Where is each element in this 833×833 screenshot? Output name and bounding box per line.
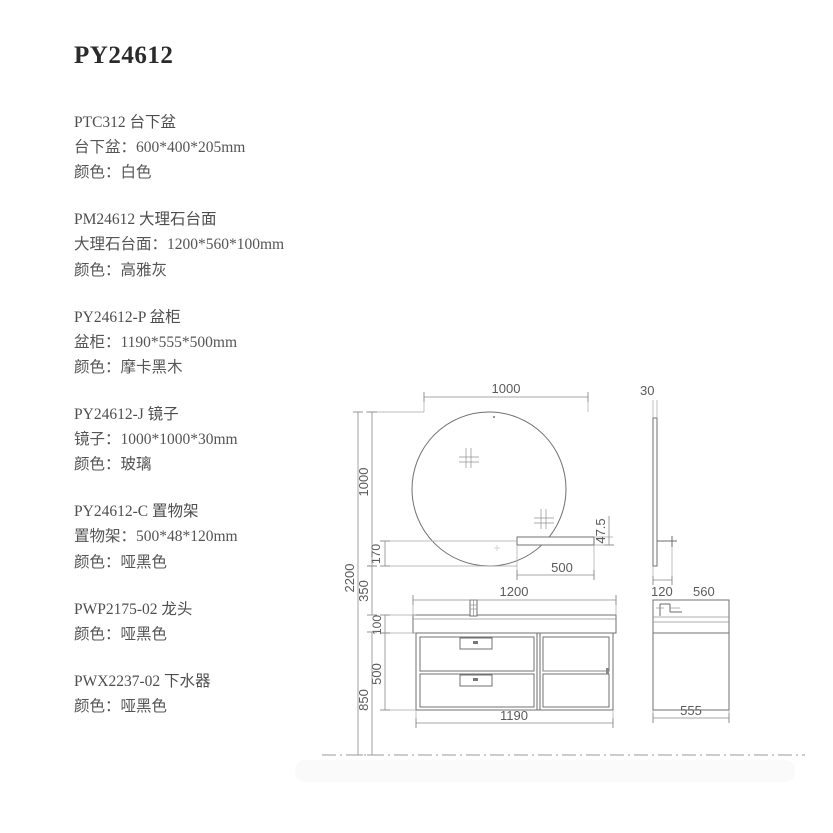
spec-block-mirror: PY24612-J 镜子镜子：1000*1000*30mm 颜色：玻璃 [74,402,374,477]
dim-side-widths: 120 560 [651,547,715,599]
spec-detail: 颜色：哑黑色 [74,625,168,643]
dim-label-shelf-width: 500 [551,560,573,575]
spec-heading: PTC312 台下盆 [74,114,177,131]
dim-shelf-thickness: 47.5 [593,516,614,546]
spec-list: PTC312 台下盆台下盆：600*400*205mm 颜色：白色 PM24612 … [74,110,374,741]
spec-detail: 颜色：摩卡黑木 [74,358,183,376]
drawer-handle-lower [459,674,493,687]
mirror-top-mark [492,415,496,419]
countertop-front [412,614,617,634]
spec-detail: 盆柜：1190*555*500mm [74,333,238,351]
faucet-side [656,603,682,616]
shelf-side [657,536,677,547]
spec-detail: 颜色：高雅灰 [74,261,168,279]
spec-heading: PY24612-P 盆柜 [74,308,181,326]
drawer-handle-upper [459,637,493,650]
drawer-upper [419,636,535,672]
dim-label-shelf-depth: 120 [651,584,673,599]
spec-detail: 置物架：500*48*120mm [74,528,238,546]
spec-heading: PY24612-J 镜子 [74,405,179,423]
dim-label-cabinet-depth: 555 [680,703,702,718]
cabinet-front [415,632,614,711]
mirror-bottom-mark [494,545,500,551]
spec-block-basin-cabinet: PY24612-P 盆柜盆柜：1190*555*500mm 颜色：摩卡黑木 [74,305,374,380]
mirror-crosshair-upper [459,448,479,468]
dim-cabinet-depth: 555 [652,703,730,723]
faucet-front [469,599,478,617]
mirror-side [652,417,658,567]
dim-cabinet-width: 1190 [415,708,614,728]
countertop-side [652,599,730,634]
shelf-front [516,536,595,546]
spec-block-shelf: PY24612-C 置物架置物架：500*48*120mm 颜色：哑黑色 [74,499,374,574]
spec-detail: 颜色：玻璃 [74,456,152,474]
spec-block-undercounter-basin: PTC312 台下盆台下盆：600*400*205mm 颜色：白色 [74,110,374,185]
open-shelf-lower [542,673,610,708]
dim-label-countertop-width: 1200 [500,584,529,599]
spec-block-drain: PWX2237-02 下水器颜色：哑黑色 [74,669,374,719]
spec-heading: PM24612 大理石台面 [74,211,217,229]
spec-heading: PWX2237-02 下水器 [74,672,211,690]
spec-detail: 颜色：哑黑色 [74,697,168,715]
dim-countertop-width: 1200 [412,584,617,615]
page-title: PY24612 [74,42,174,69]
dim-mirror-thickness: 30 [640,383,658,418]
floor-shadow [295,760,795,782]
dim-cabinet-height: 500 [369,632,416,711]
dim-label-cabinet-width: 1190 [500,708,528,723]
spec-detail: 颜色：哑黑色 [74,553,168,571]
dim-shelf-width: 500 [516,545,595,580]
spec-detail: 镜子：1000*1000*30mm [74,431,238,449]
dim-mirror-width: 1000 [423,381,589,412]
spec-heading: PY24612-C 置物架 [74,503,199,521]
drawer-lower [419,673,535,708]
mirror-circle [411,411,567,567]
spec-heading: PWP2175-02 龙头 [74,600,193,618]
spec-detail: 台下盆：600*400*205mm [74,139,246,157]
mirror-crosshair-lower [534,509,554,529]
dim-label-shelf-thickness: 47.5 [593,518,608,543]
dim-label-mirror-width: 1000 [492,381,521,396]
dim-label-countertop-depth: 560 [693,584,715,599]
spec-block-marble-countertop: PM24612 大理石台面大理石台面：1200*560*100mm 颜色：高雅灰 [74,207,374,282]
open-shelf-upper [542,636,610,672]
spec-block-faucet: PWP2175-02 龙头颜色：哑黑色 [74,597,374,647]
dim-label-mirror-thickness: 30 [640,383,654,398]
dim-shelf-offset: 170 [369,540,517,567]
cabinet-side [652,632,730,711]
spec-detail: 颜色：白色 [74,164,152,182]
dim-countertop-thickness: 100 [370,614,416,635]
spec-detail: 大理石台面：1200*560*100mm [74,236,285,254]
